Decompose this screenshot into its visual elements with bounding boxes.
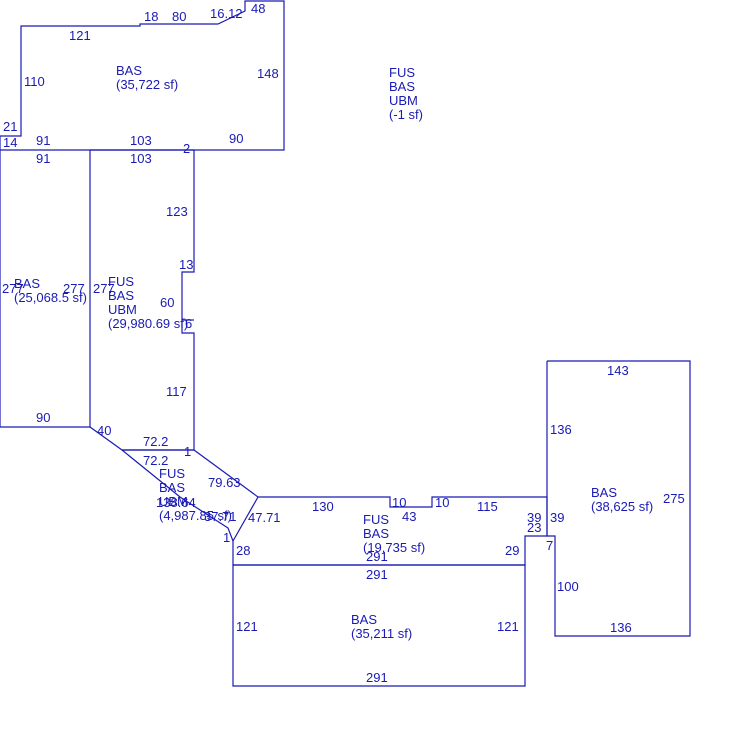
dim-label: 13 [179, 257, 193, 272]
dim-label: 43 [402, 509, 416, 524]
dim-label: 29 [505, 543, 519, 558]
dim-label: 72.2 [143, 434, 168, 449]
dim-label: 91 [36, 151, 50, 166]
dim-label: 136 [610, 620, 632, 635]
sketch-outlines [0, 0, 691, 687]
outline-top [0, 0, 285, 151]
dim-label: 277 [2, 281, 24, 296]
dim-label: 130 [312, 499, 334, 514]
area-label-center: FUS BAS UBM (29,980.69 sf) [108, 274, 188, 331]
dim-label: 37.71 [204, 509, 237, 524]
dim-label: 100 [557, 579, 579, 594]
dim-label: 23 [527, 520, 541, 535]
area-labels: BAS (35,722 sf) FUS BAS UBM (-1 sf) BAS … [14, 63, 653, 641]
dim-label: 1 [184, 444, 191, 459]
dim-label: 28 [236, 543, 250, 558]
dim-label: 7 [546, 538, 553, 553]
dim-label: 40 [97, 423, 111, 438]
dim-label: 1 [223, 530, 230, 545]
dim-label: 277 [63, 281, 85, 296]
area-label-small: FUS BAS UBM (4,987.85 sf) [159, 466, 232, 523]
dim-label: 60 [160, 295, 174, 310]
area-label-left: BAS (25,068.5 sf) [14, 276, 87, 305]
dim-label: 110 [24, 74, 45, 89]
dim-label: 123 [166, 204, 188, 219]
dim-label: 103 [130, 151, 152, 166]
dim-label: 148 [257, 66, 279, 81]
dim-label: 143 [607, 363, 629, 378]
dim-label: 275 [663, 491, 685, 506]
area-label-right: BAS (38,625 sf) [591, 485, 653, 514]
dim-label: 16.12 [210, 6, 243, 21]
dim-label: 48 [251, 1, 265, 16]
dim-label: 2 [183, 141, 190, 156]
outline-right [546, 360, 691, 637]
dim-label: 14 [3, 135, 17, 150]
dim-label: 39 [527, 510, 541, 525]
dim-label: 80 [172, 9, 186, 24]
dim-label: 90 [36, 410, 50, 425]
dim-label: 277 [93, 281, 115, 296]
area-label-mid: FUS BAS (19,735 sf) [363, 512, 425, 555]
dim-label: 291 [366, 670, 388, 685]
dim-label: 291 [366, 549, 388, 564]
area-label-floating: FUS BAS UBM (-1 sf) [389, 65, 423, 122]
outline-bottom [232, 564, 526, 687]
dim-label: 21 [3, 119, 17, 134]
area-label-bottom: BAS (35,211 sf) [351, 612, 412, 641]
dim-label: 18 [144, 9, 158, 24]
dim-label: 121 [497, 619, 519, 634]
dim-label: 121 [236, 619, 258, 634]
dim-label: 136 [550, 422, 572, 437]
outline-center [89, 149, 195, 451]
dim-label: 138.64 [156, 495, 196, 510]
dim-label: 291 [366, 567, 388, 582]
dim-label: 79.63 [208, 475, 241, 490]
dim-label: 115 [477, 499, 498, 514]
dim-label: 47.71 [248, 510, 281, 525]
dim-label: 72.2 [143, 453, 168, 468]
dim-label: 10 [392, 495, 406, 510]
dim-label: 91 [36, 133, 50, 148]
dim-label: 39 [550, 510, 564, 525]
outline-left [0, 150, 91, 428]
area-label-top: BAS (35,722 sf) [116, 63, 178, 92]
dim-label: 103 [130, 133, 152, 148]
dim-label: 10 [435, 495, 449, 510]
dimension-labels: 121 18 80 16.12 48 110 148 21 14 91 103 … [2, 1, 685, 685]
dim-label: 90 [229, 131, 243, 146]
dim-label: 117 [166, 384, 187, 399]
dim-label: 121 [69, 28, 91, 43]
dim-label: 6 [185, 316, 192, 331]
